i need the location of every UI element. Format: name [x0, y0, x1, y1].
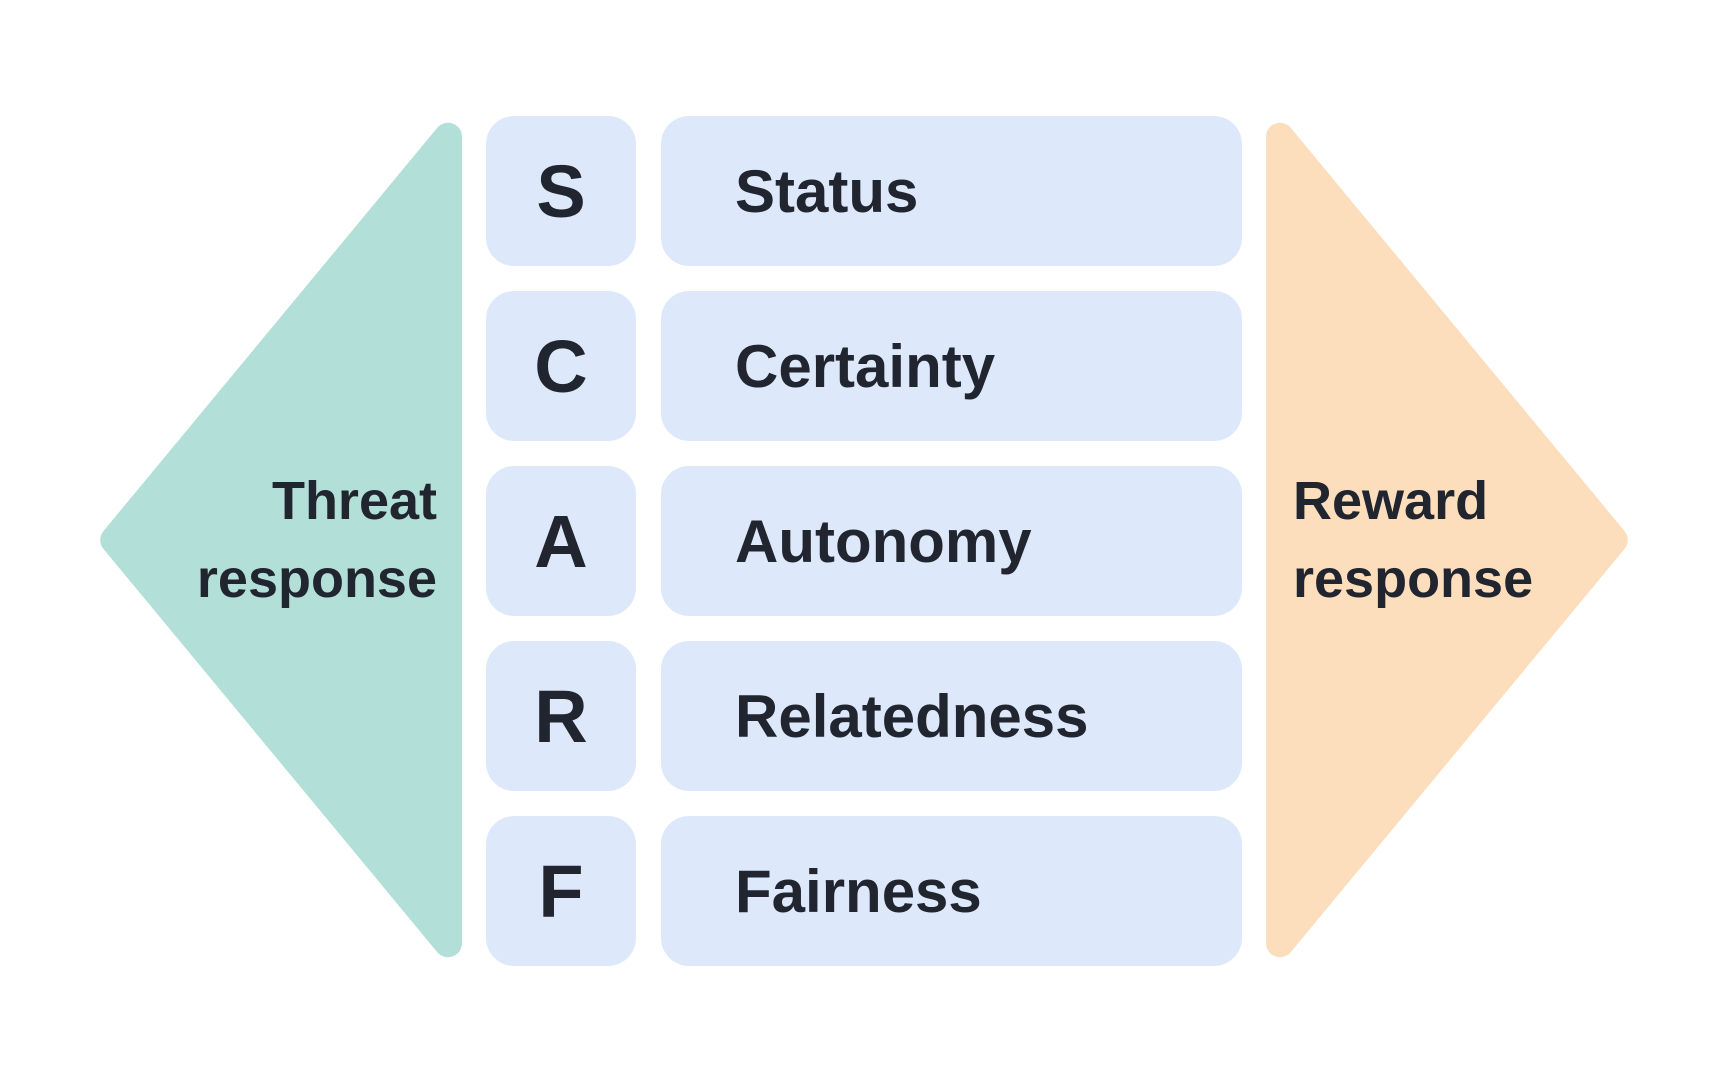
reward-arrow-shape — [1266, 122, 1628, 958]
letter-box-a: A — [486, 466, 636, 616]
letter-a: A — [534, 499, 588, 583]
letter-box-s: S — [486, 116, 636, 266]
label-autonomy: Autonomy — [735, 507, 1032, 575]
label-box-relatedness: Relatedness — [661, 641, 1242, 791]
scarf-row-fairness: F Fairness — [486, 816, 1242, 966]
label-relatedness: Relatedness — [735, 682, 1089, 750]
label-box-status: Status — [661, 116, 1242, 266]
threat-arrow-shape — [100, 122, 462, 958]
reward-label-line1: Reward — [1293, 471, 1489, 531]
letter-box-r: R — [486, 641, 636, 791]
letter-box-f: F — [486, 816, 636, 966]
scarf-row-status: S Status — [486, 116, 1242, 266]
threat-response-label: Threat response — [197, 462, 437, 618]
label-box-fairness: Fairness — [661, 816, 1242, 966]
scarf-row-relatedness: R Relatedness — [486, 641, 1242, 791]
label-box-autonomy: Autonomy — [661, 466, 1242, 616]
letter-f: F — [538, 849, 584, 933]
scarf-row-autonomy: A Autonomy — [486, 466, 1242, 616]
letter-r: R — [534, 674, 588, 758]
threat-label-line1: Threat — [271, 471, 437, 531]
reward-label-line2: response — [1293, 549, 1534, 609]
letter-s: S — [536, 149, 586, 233]
letter-box-c: C — [486, 291, 636, 441]
scarf-row-certainty: C Certainty — [486, 291, 1242, 441]
label-certainty: Certainty — [735, 332, 996, 400]
label-fairness: Fairness — [735, 857, 982, 925]
scarf-rows: S Status C Certainty A Autonomy R — [486, 116, 1242, 966]
label-box-certainty: Certainty — [661, 291, 1242, 441]
label-status: Status — [735, 157, 919, 225]
letter-c: C — [534, 324, 588, 408]
threat-label-line2: response — [196, 549, 437, 609]
reward-response-label: Reward response — [1293, 462, 1533, 618]
